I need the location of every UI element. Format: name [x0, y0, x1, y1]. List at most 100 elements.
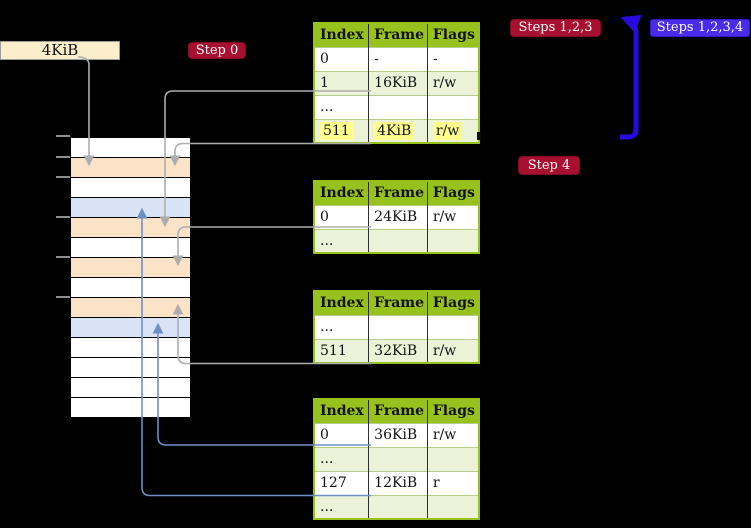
table-cell: 0 — [314, 422, 369, 447]
table-cell — [426, 228, 479, 253]
memory-row-white — [71, 338, 190, 358]
memory-row-white — [71, 178, 190, 198]
column-header: Flags — [426, 181, 479, 205]
table-cell — [426, 494, 479, 519]
highlighted-value: 511 — [320, 121, 353, 140]
column-header: Frame — [368, 23, 428, 47]
memory-row-white — [71, 358, 190, 378]
badge-steps-123: Steps 1,2,3 — [510, 19, 601, 37]
memory-row-blue — [71, 198, 190, 218]
table-cell: ... — [314, 314, 369, 339]
table-cell: - — [426, 46, 479, 71]
table-cell — [426, 94, 479, 119]
table-header-row: Index Frame Flags — [314, 181, 479, 205]
table-cell: r/w — [426, 422, 479, 447]
table-cell: r/w — [426, 118, 479, 143]
table-cell — [368, 228, 428, 253]
table-cell: ... — [314, 94, 369, 119]
highlighted-value: r/w — [432, 121, 463, 140]
table-cell: 12KiB — [368, 470, 428, 495]
table-cell: ... — [314, 494, 369, 519]
table-cell: 4KiB — [368, 118, 428, 143]
column-header: Frame — [368, 181, 428, 205]
page-size-box: 4KiB — [0, 41, 120, 60]
table-cell: r/w — [426, 338, 479, 363]
badge-step-4: Step 4 — [518, 156, 580, 175]
badge-steps-123-label: Steps 1,2,3 — [518, 20, 593, 35]
table-cell — [368, 94, 428, 119]
column-header: Flags — [426, 399, 479, 423]
memory-row-peach — [71, 158, 190, 178]
table-row: ... — [314, 94, 479, 119]
table-header-row: Index Frame Flags — [314, 291, 479, 315]
table-cell: r — [426, 470, 479, 495]
table-cell — [368, 446, 428, 471]
table-row: 1 16KiB r/w — [314, 70, 479, 95]
column-header: Frame — [368, 291, 428, 315]
table-header-row: Index Frame Flags — [314, 23, 479, 47]
table-row: 0 - - — [314, 46, 479, 71]
table-cell: 16KiB — [368, 70, 428, 95]
table-row: 127 12KiB r — [314, 470, 479, 495]
column-header: Index — [314, 399, 369, 423]
table-row: 0 24KiB r/w — [314, 204, 479, 229]
memory-row-white — [71, 238, 190, 258]
table-cell — [368, 494, 428, 519]
table-row: ... — [314, 494, 479, 519]
table-cell: 32KiB — [368, 338, 428, 363]
table-cell — [368, 314, 428, 339]
badge-steps-1234: Steps 1,2,3,4 — [650, 19, 750, 37]
table-cell: 0 — [314, 46, 369, 71]
column-header: Flags — [426, 291, 479, 315]
address-tick — [56, 296, 70, 298]
address-tick — [56, 176, 70, 178]
memory-row-white — [71, 398, 190, 418]
page-table-2: Index Frame Flags 0 24KiB r/w ... — [313, 180, 480, 254]
badge-step-4-label: Step 4 — [527, 158, 571, 173]
table-cell: 511 — [314, 338, 369, 363]
table-row-highlighted: 511 4KiB r/w — [314, 118, 479, 143]
address-tick — [56, 216, 70, 218]
memory-row-white — [71, 378, 190, 398]
badge-step-0-label: Step 0 — [195, 43, 239, 58]
memory-row-white — [71, 278, 190, 298]
page-table-3: Index Frame Flags ... 511 32KiB r/w — [313, 290, 480, 364]
column-header: Index — [314, 291, 369, 315]
memory-row-peach — [71, 298, 190, 318]
table-cell: 1 — [314, 70, 369, 95]
memory-row-blue — [71, 318, 190, 338]
table-row: ... — [314, 228, 479, 253]
table-cell: r/w — [426, 70, 479, 95]
table-cell: - — [368, 46, 428, 71]
table-cell: 127 — [314, 470, 369, 495]
table-cell: 36KiB — [368, 422, 428, 447]
badge-step-0: Step 0 — [188, 42, 246, 59]
column-header: Index — [314, 181, 369, 205]
table-cell: ... — [314, 228, 369, 253]
table-cell: r/w — [426, 204, 479, 229]
table-header-row: Index Frame Flags — [314, 399, 479, 423]
memory-row-white — [71, 138, 190, 158]
memory-row-peach — [71, 218, 190, 238]
memory-column — [71, 137, 190, 418]
column-header: Flags — [426, 23, 479, 47]
table-cell: ... — [314, 446, 369, 471]
badge-steps-1234-label: Steps 1,2,3,4 — [656, 20, 744, 35]
table-row: 0 36KiB r/w — [314, 422, 479, 447]
address-tick — [56, 156, 70, 158]
arrow-table1-entry511-to-memory — [169, 142, 371, 167]
table-row: ... — [314, 446, 479, 471]
page-table-4: Index Frame Flags 0 36KiB r/w ... 127 12… — [313, 398, 480, 520]
column-header: Frame — [368, 399, 428, 423]
table1-edge-stub — [477, 132, 481, 140]
highlighted-value: 4KiB — [374, 121, 415, 140]
table-row: ... — [314, 314, 479, 339]
table-cell — [426, 446, 479, 471]
address-tick — [56, 256, 70, 258]
table-cell: 511 — [314, 118, 369, 143]
page-size-label: 4KiB — [41, 41, 79, 59]
table-row: 511 32KiB r/w — [314, 338, 479, 363]
memory-row-peach — [71, 258, 190, 278]
big-steps-loop-arrow — [620, 14, 642, 140]
